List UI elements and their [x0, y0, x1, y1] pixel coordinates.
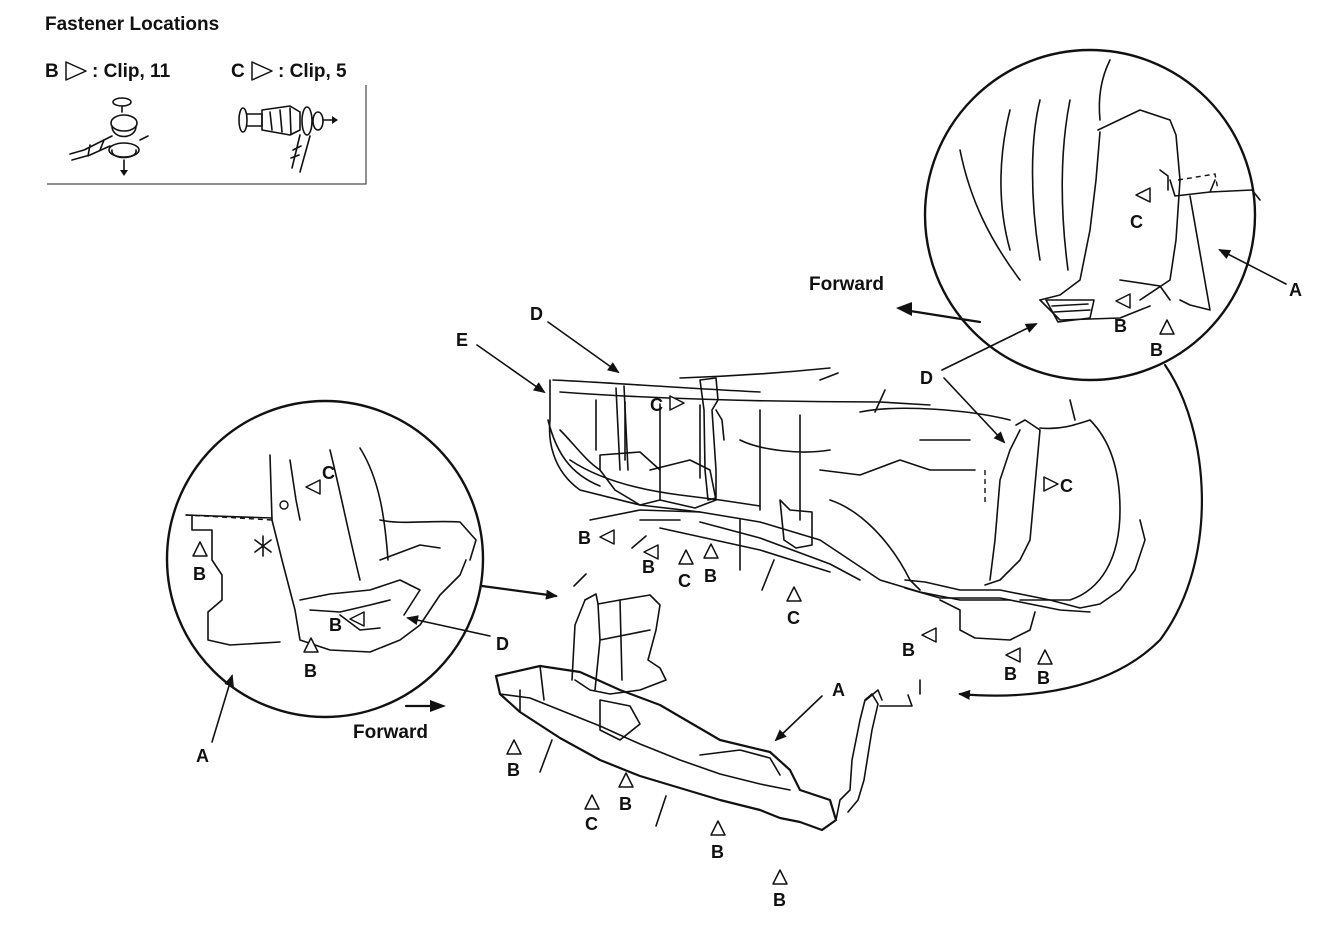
fastener-b-label: B [1037, 668, 1050, 688]
legend: B : Clip, 11 C : Clip, 5 [45, 61, 367, 185]
under-cover [494, 664, 913, 832]
fastener-c-marker [678, 549, 694, 565]
leader-lines [211, 249, 1287, 827]
fastener-c-label: C [1060, 476, 1073, 496]
fastener-b-label: B [704, 566, 717, 586]
fastener-c-label: C [1130, 212, 1143, 232]
fastener-c-marker [584, 794, 600, 810]
fastener-b-marker [1159, 319, 1175, 335]
fastener-b-marker [1037, 649, 1053, 665]
forward-label-bottom: Forward [353, 722, 428, 743]
fastener-b-marker [772, 869, 788, 885]
part-a-label-left: A [196, 746, 209, 766]
vehicle-front-body [547, 367, 1011, 601]
fastener-b-marker [599, 529, 615, 545]
forward-arrow-top-line [902, 308, 982, 324]
center-splash-shield [571, 593, 667, 695]
legend-b-text: : Clip, 11 [92, 61, 171, 82]
fastener-b-marker [703, 543, 719, 559]
fastener-b-label: B [304, 661, 317, 681]
clip-c-icon [238, 105, 338, 173]
part-e-label: E [456, 330, 468, 350]
fastener-c-marker [669, 395, 685, 411]
fastener-b-marker [710, 820, 726, 836]
fastener-b-label: B [773, 890, 786, 910]
legend-frame [47, 85, 367, 185]
forward-arrow-top-head [896, 302, 912, 316]
fastener-c-label: C [787, 608, 800, 628]
fastener-b-label: B [711, 842, 724, 862]
fastener-c-label: C [585, 814, 598, 834]
connector-arrow-right [958, 363, 1203, 700]
fastener-b-label: B [329, 615, 342, 635]
fastener-b-label: B [1150, 340, 1163, 360]
fastener-c-marker [1043, 476, 1059, 492]
part-d-label-right: D [920, 368, 933, 388]
fastener-b-label: B [507, 760, 520, 780]
fastener-b-marker [192, 541, 208, 557]
fastener-b-marker [618, 772, 634, 788]
connector-arrow-left [480, 584, 558, 600]
fastener-c-label: C [322, 463, 335, 483]
fastener-b-marker [1005, 647, 1021, 663]
clip-b-icon [69, 97, 149, 176]
legend-b-letter: B [45, 61, 59, 82]
forward-label-top: Forward [809, 274, 884, 295]
left-detail-view [165, 399, 485, 719]
part-a-label-center: A [832, 680, 845, 700]
fastener-c-label: C [678, 571, 691, 591]
b-triangle-icon [65, 61, 87, 81]
c-triangle-icon [251, 61, 273, 81]
part-d-label-left: D [496, 634, 509, 654]
right-splash-shield [904, 399, 1146, 641]
fastener-c-label: C [650, 395, 663, 415]
callouts: Forward Forward D E D D A A A C B B C C … [192, 187, 1302, 910]
fastener-b-label: B [578, 528, 591, 548]
snowflake-icon [254, 535, 272, 557]
fastener-b-label: B [193, 564, 206, 584]
fastener-c-marker [786, 586, 802, 602]
fastener-c-marker [1135, 187, 1151, 203]
fastener-b-marker [1115, 293, 1131, 309]
fastener-b-marker [643, 544, 659, 560]
fastener-b-marker [921, 627, 937, 643]
fastener-b-label: B [1004, 664, 1017, 684]
part-a-label-right: A [1289, 280, 1302, 300]
forward-arrow-bottom-head [430, 700, 446, 712]
fastener-b-label: B [619, 794, 632, 814]
title: Fastener Locations [45, 14, 219, 35]
legend-c-text: : Clip, 5 [278, 61, 347, 82]
part-d-label-top: D [530, 304, 543, 324]
fastener-b-marker [349, 611, 365, 627]
right-detail-view [923, 48, 1261, 382]
fastener-b-marker [506, 739, 522, 755]
fastener-b-marker [303, 637, 319, 653]
fastener-b-label: B [902, 640, 915, 660]
fastener-b-label: B [642, 557, 655, 577]
fastener-b-label: B [1114, 316, 1127, 336]
legend-c-letter: C [231, 61, 245, 82]
fastener-c-marker [305, 479, 321, 495]
